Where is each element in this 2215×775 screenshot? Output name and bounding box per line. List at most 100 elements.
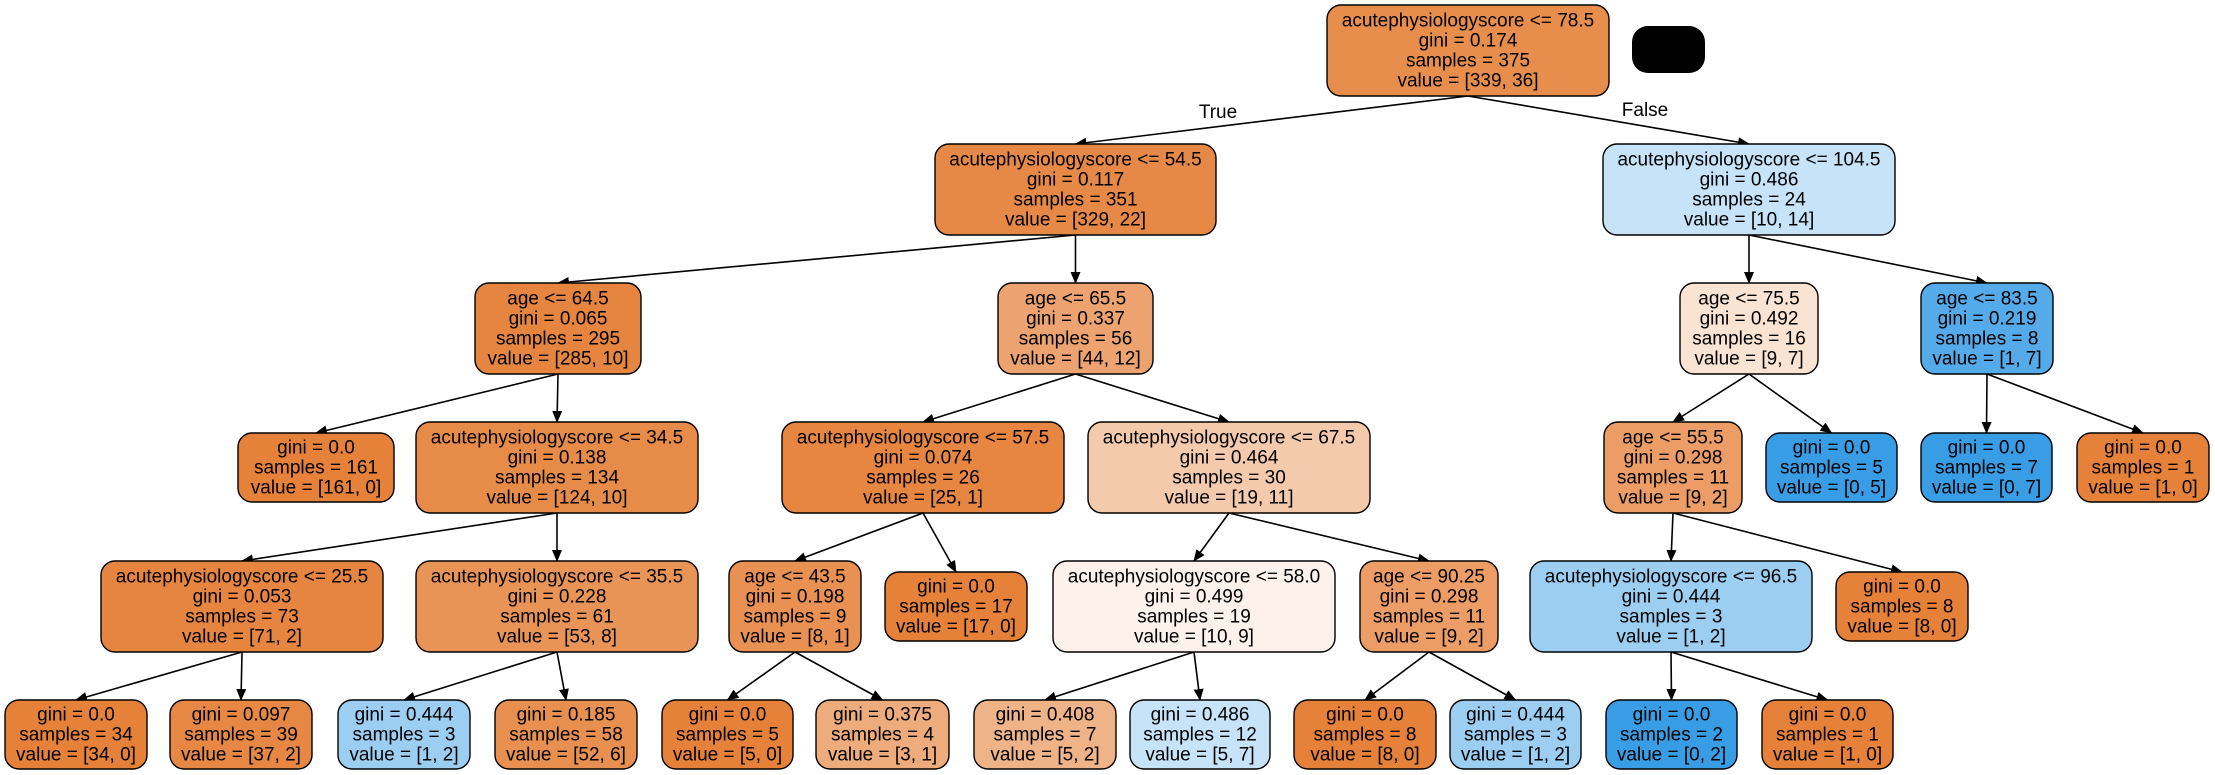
tree-node-text-line: gini = 0.065	[509, 309, 608, 330]
tree-node-text-line: value = [5, 7]	[1145, 745, 1254, 766]
tree-node-text-line: gini = 0.444	[355, 705, 454, 726]
tree-node-text-line: samples = 7	[1935, 458, 2038, 479]
tree-node-text-line: value = [0, 5]	[1777, 478, 1886, 499]
tree-edge-n19-n30	[1193, 651, 1204, 701]
tree-node-text-line: acutephysiologyscore <= 67.5	[1103, 428, 1355, 449]
tree-node-text-line: value = [25, 1]	[863, 488, 983, 509]
tree-edge-labels: True False	[1199, 100, 1668, 123]
tree-node-text-line: value = [37, 2]	[181, 745, 301, 766]
tree-node-text-line: samples = 58	[509, 725, 623, 746]
tree-edge-n9-n17	[794, 512, 924, 562]
tree-edge-n17-n27	[726, 651, 796, 701]
tree-node-box	[1129, 699, 1271, 770]
tree-node-box	[661, 699, 794, 770]
tree-node-box	[100, 560, 384, 653]
tree-node-box	[1052, 560, 1336, 653]
tree-node-text-line: samples = 11	[1617, 468, 1729, 489]
tree-node-text-line: gini = 0.097	[192, 705, 291, 726]
tree-node-text-line: value = [1, 0]	[2088, 478, 2197, 499]
tree-node-text-line: gini = 0.0	[1793, 438, 1871, 459]
tree-edge-n6-n13	[1981, 373, 1992, 434]
tree-edge-n20-n32	[1428, 651, 1517, 701]
tree-node-box	[884, 571, 1028, 642]
tree-edge-n11-n21	[1666, 512, 1677, 562]
tree-node-text-line: gini = 0.486	[1151, 705, 1250, 726]
tree-node-text-line: age <= 83.5	[1936, 289, 2037, 310]
tree-node-text-line: samples = 1	[1776, 725, 1879, 746]
tree-node-text-line: gini = 0.0	[917, 577, 995, 598]
tree-node-text-line: value = [0, 7]	[1932, 478, 2041, 499]
tree-node-box	[1602, 143, 1896, 236]
tree-node-text-line: samples = 9	[744, 607, 847, 628]
tree-node-text-line: samples = 12	[1143, 725, 1257, 746]
tree-edge-n21-n33	[1666, 651, 1677, 701]
tree-node-text-line: samples = 11	[1373, 607, 1485, 628]
tree-node-box	[1765, 432, 1898, 503]
tree-edge-n19-n29	[1044, 651, 1195, 702]
tree-node-box	[1293, 699, 1437, 770]
tree-node-box	[973, 699, 1117, 770]
tree-node-text-line: samples = 5	[1780, 458, 1883, 479]
tree-node-text-line: value = [1, 7]	[1932, 349, 2041, 370]
tree-node-text-line: samples = 7	[994, 725, 1097, 746]
tree-node-box	[474, 282, 642, 375]
tree-node-text-line: gini = 0.0	[1789, 705, 1867, 726]
tree-node-text-line: gini = 0.219	[1938, 309, 2037, 330]
tree-edge-n3-n8	[552, 373, 563, 423]
tree-node-text-line: acutephysiologyscore <= 104.5	[1617, 150, 1880, 171]
tree-node-text-line: gini = 0.198	[746, 587, 845, 608]
tree-node-text-line: samples = 351	[1013, 190, 1137, 211]
tree-node-box	[1761, 699, 1894, 770]
tree-node-text-line: samples = 4	[831, 725, 934, 746]
tree-node-text-line: samples = 1	[2092, 458, 2195, 479]
tree-edge-n1-n3	[557, 234, 1076, 287]
tree-node-box	[1087, 421, 1371, 514]
tree-node-text-line: gini = 0.117	[1027, 170, 1124, 191]
tree-node-text-line: value = [8, 1]	[740, 627, 849, 648]
tree-node-text-line: value = [5, 0]	[673, 745, 782, 766]
tree-node-text-line: value = [0, 2]	[1617, 745, 1726, 766]
tree-node-text-line: gini = 0.228	[508, 587, 607, 608]
edge-label-true: True	[1199, 102, 1237, 123]
tree-node-text-line: gini = 0.185	[517, 705, 616, 726]
tree-node-box	[415, 560, 699, 653]
tree-node-box	[169, 699, 313, 770]
tree-node-text-line: value = [3, 1]	[828, 745, 937, 766]
tree-node-text-line: samples = 3	[353, 725, 456, 746]
tree-node-text-line: value = [1, 2]	[349, 745, 458, 766]
tree-edges	[75, 95, 2144, 702]
tree-node-text-line: age <= 43.5	[744, 567, 845, 588]
tree-node-text-line: gini = 0.298	[1380, 587, 1479, 608]
tree-node-text-line: value = [17, 0]	[896, 617, 1016, 638]
tree-edge-n5-n12	[1748, 373, 1833, 434]
tree-edge-n11-n22	[1672, 512, 1903, 575]
tree-node-text-line: gini = 0.0	[1863, 577, 1941, 598]
tree-node-box	[1605, 699, 1738, 770]
tree-node-text-line: acutephysiologyscore <= 54.5	[949, 150, 1201, 171]
tree-node-text-line: gini = 0.444	[1622, 587, 1721, 608]
tree-edge-n16-n26	[556, 651, 569, 701]
tree-node-text-line: samples = 2	[1620, 725, 1723, 746]
tree-edge-n4-n9	[922, 373, 1076, 424]
tree-node-box	[1835, 571, 1969, 642]
tree-node-box	[1679, 282, 1819, 375]
